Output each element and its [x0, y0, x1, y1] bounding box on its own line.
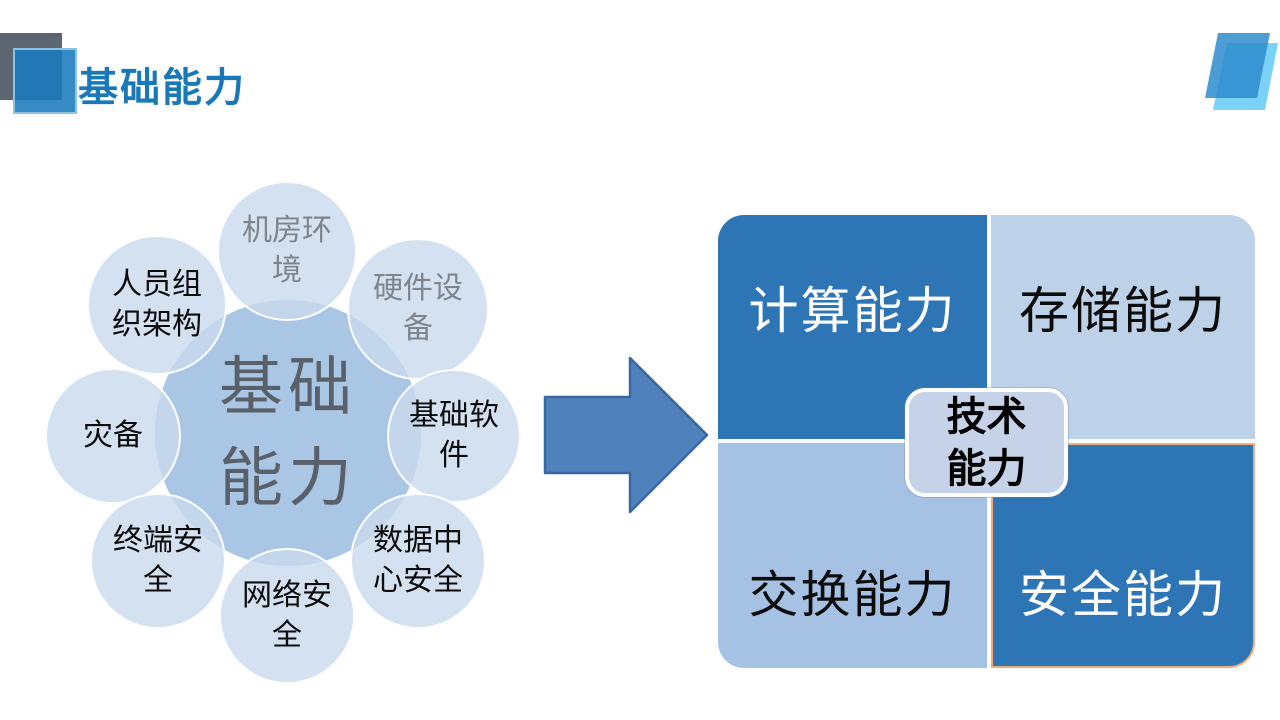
satellite-personnel-org-structure: 人员组织架构 — [87, 235, 227, 375]
satellite-label: 人员组织架构 — [112, 268, 202, 341]
quadrant-label: 安全能力 — [1019, 567, 1227, 623]
satellite-label: 硬件设备 — [373, 272, 463, 345]
satellite-label: 灾备 — [83, 419, 143, 453]
satellite-network-security: 网络安全 — [219, 548, 355, 684]
satellite-label: 网络安全 — [242, 579, 332, 652]
satellite-basic-software: 基础软件 — [387, 369, 521, 503]
satellite-hardware-equipment: 硬件设备 — [347, 238, 489, 380]
quadrant-label: 存储能力 — [1019, 283, 1227, 339]
right-arrow-icon — [543, 356, 709, 514]
satellite-datacenter-security: 数据中心安全 — [350, 493, 486, 629]
corner-parallelogram-decoration — [1205, 33, 1278, 110]
satellite-terminal-security: 终端安全 — [90, 493, 226, 629]
satellite-label: 机房环境 — [242, 214, 332, 287]
satellite-label: 数据中心安全 — [373, 524, 463, 597]
slide-title: 基础能力 — [78, 66, 246, 110]
basic-capability-hub-diagram: 基础 能力 硬件设备 人员组织架构 基础软件 灾备 数 — [0, 0, 540, 720]
satellite-label: 基础软件 — [409, 399, 499, 472]
quadrant-label: 交换能力 — [748, 567, 957, 623]
satellite-server-room-environment: 机房环境 — [217, 181, 357, 321]
quadrant-label: 计算能力 — [748, 283, 957, 339]
technical-capability-badge: 技术 能力 — [905, 388, 1068, 497]
hub-center-label: 基础 能力 — [219, 351, 357, 514]
header-blue-square-decoration — [13, 48, 77, 114]
badge-label: 技术 能力 — [946, 394, 1027, 491]
satellite-label: 终端安全 — [113, 524, 203, 597]
satellite-disaster-recovery: 灾备 — [45, 368, 181, 504]
technical-capability-panel: 计算能力 存储能力 交换能力 安全能力 技术 能力 — [718, 215, 1255, 668]
